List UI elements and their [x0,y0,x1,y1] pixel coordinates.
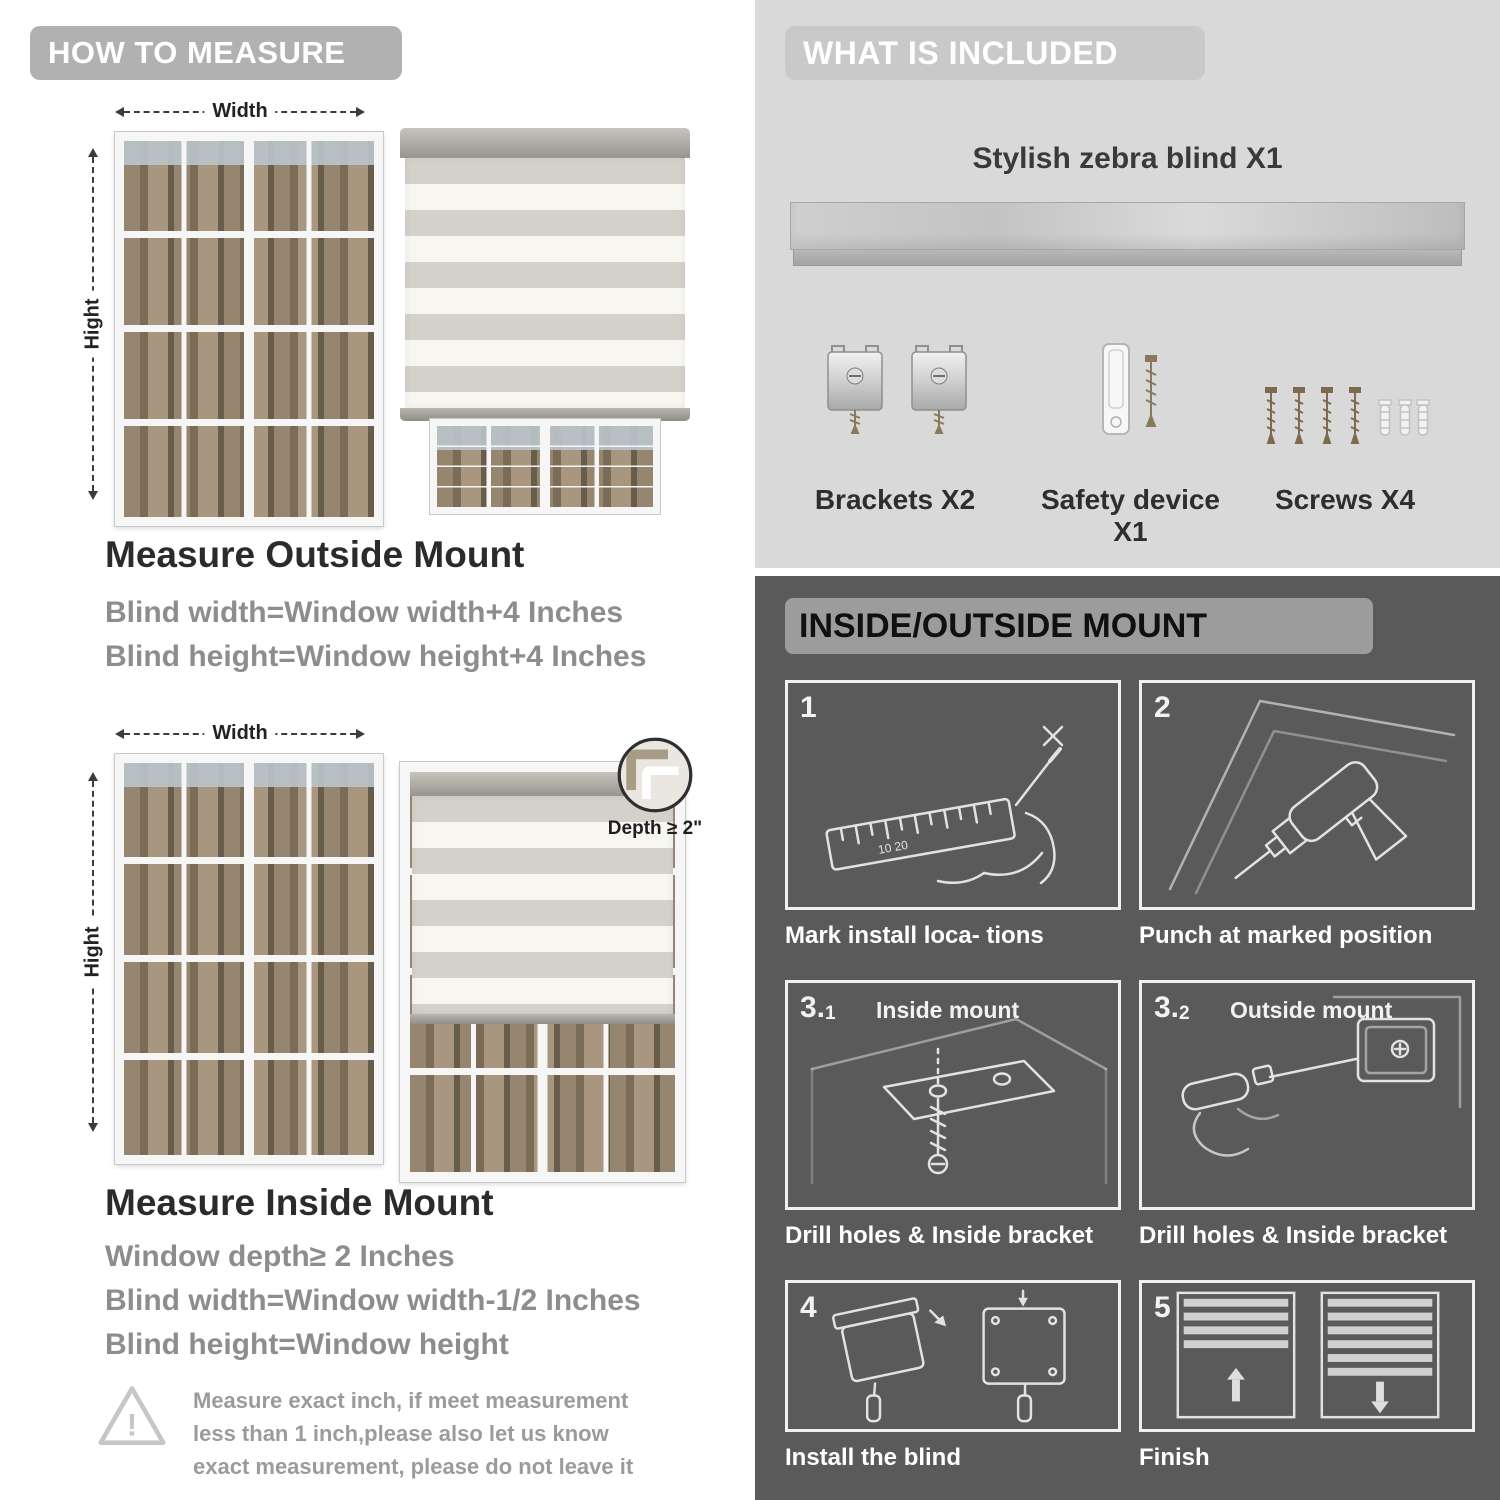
finish-art-icon [1176,1291,1440,1419]
step-2-panel: 2 [1139,680,1475,910]
outside-mount-line-1: Blind width=Window width+4 Inches [105,596,624,629]
step-3-1: 3.1 Inside mount [785,980,1121,1252]
screws-illustration [1261,382,1431,459]
height-dimension: Hight [81,772,105,1132]
step-5-panel: 5 [1139,1280,1475,1432]
outside-mount-heading: Measure Outside Mount [105,534,525,575]
arrowhead-down-icon [88,1123,98,1132]
brackets-illustration [820,342,974,437]
how-to-measure-section: HOW TO MEASURE Width Hight [0,0,735,1500]
blind-cassette [400,128,690,158]
step-1-caption: Mark install loca- tions [785,922,1044,949]
step-3-2: 3.2 Outside mount [1139,980,1475,1252]
arrowhead-left-icon [115,107,124,117]
arrowhead-up-icon [88,148,98,157]
bracket-icon [827,345,883,434]
safety-device-label: Safety device X1 [1041,484,1220,547]
arrowhead-left-icon [115,729,124,739]
inside-bracket-art-icon [810,1017,1108,1185]
zebra-blind-inside-illustration [399,761,686,1183]
step-3-2-panel: 3.2 Outside mount [1139,980,1475,1210]
step-2: 2 [1139,680,1475,952]
warning-exclamation: ! [127,1407,137,1442]
headrail-illustration [790,202,1465,266]
outside-bracket-art-icon [1181,995,1462,1157]
bracket-icon [911,345,967,434]
warning-text: Measure exact inch, if meet measurement … [193,1388,634,1479]
step-1: 1 10 20 [785,680,1121,952]
height-label: Hight [81,290,105,358]
outside-mount-line-2: Blind height=Window height+4 Inches [105,640,647,673]
width-dimension: Width [115,722,365,745]
step-4-panel: 4 [785,1280,1121,1432]
height-dimension: Hight [81,148,105,500]
depth-circle-icon [616,736,694,814]
drill-art-icon [1168,699,1456,895]
blind-fabric [405,158,685,408]
what-is-included-section: WHAT IS INCLUDED Stylish zebra blind X1 [755,0,1500,568]
step-4-number: 4 [800,1291,817,1324]
width-label: Width [204,100,276,123]
headrail-lip [793,250,1462,266]
step-3-1-caption: Drill holes & Inside bracket [785,1222,1094,1249]
depth-callout: Depth ≥ 2" [585,736,725,840]
window-mullions [124,763,374,1155]
step-3-1-panel: 3.1 Inside mount [785,980,1121,1210]
height-label: Hight [81,918,105,986]
step-5-number: 5 [1154,1291,1171,1324]
step-3-2-title: Outside mount [1230,997,1393,1023]
ruler-marks: 10 20 [877,838,909,857]
inside-mount-line-2: Blind width=Window width-1/2 Inches [105,1284,641,1317]
step-5: 5 [1139,1280,1475,1474]
partial-window [429,418,661,515]
step-5-caption: Finish [1139,1444,1210,1471]
install-blind-art-icon [832,1289,1066,1423]
inside-mount-line-3: Blind height=Window height [105,1328,509,1361]
how-to-measure-banner: HOW TO MEASURE [30,26,402,80]
depth-label: Depth ≥ 2" [607,818,703,839]
arrowhead-right-icon [356,729,365,739]
warning-triangle-icon: ! [98,1386,166,1445]
blind-bottom-rail [400,408,690,421]
step-4: 4 [785,1280,1121,1474]
blind-fabric [412,796,673,1014]
step-1-number: 1 [800,691,817,724]
headrail-face [790,202,1465,250]
safety-device-icon [1102,343,1157,435]
step-2-caption: Punch at marked position [1139,922,1433,949]
window-illustration [114,753,384,1165]
step-2-number: 2 [1154,691,1171,724]
step-3-1-number: 3.1 [800,991,836,1024]
zebra-blind-outside-illustration [400,128,690,515]
step-3-1-title: Inside mount [876,997,1020,1023]
product-title: Stylish zebra blind X1 [972,142,1283,175]
measurement-warning: ! Measure exact inch, if meet measuremen… [95,1382,675,1483]
screws-icon [1265,387,1430,444]
steps-grid: 1 10 20 [785,680,1475,1474]
screws-label: Screws X4 [1274,484,1416,515]
width-label: Width [204,722,276,745]
inside-outside-mount-section: INSIDE/OUTSIDE MOUNT 1 10 20 [755,576,1500,1500]
step-4-caption: Install the blind [785,1444,962,1471]
step-1-panel: 1 10 20 [785,680,1121,910]
inside-mount-figure: Width Hight [81,722,702,1183]
width-dimension: Width [115,100,365,123]
window-mullions [124,141,374,517]
what-is-included-banner: WHAT IS INCLUDED [785,26,1205,80]
arrowhead-down-icon [88,491,98,500]
inside-mount-line-1: Window depth≥ 2 Inches [105,1240,455,1273]
outside-mount-figure: Width Hight [81,100,700,527]
window-illustration [114,131,384,527]
inside-mount-heading: Measure Inside Mount [105,1182,494,1223]
safety-device-illustration [1073,336,1183,453]
step-3-2-caption: Drill holes & Inside bracket [1139,1222,1448,1249]
mark-locations-art-icon: 10 20 [825,725,1064,885]
blind-bottom-rail [410,1014,675,1024]
mount-heading: INSIDE/OUTSIDE MOUNT [785,598,1373,654]
arrowhead-up-icon [88,772,98,781]
window-mullions [437,426,653,507]
brackets-label: Brackets X2 [814,484,976,515]
arrowhead-right-icon [356,107,365,117]
step-3-2-number: 3.2 [1154,991,1190,1024]
